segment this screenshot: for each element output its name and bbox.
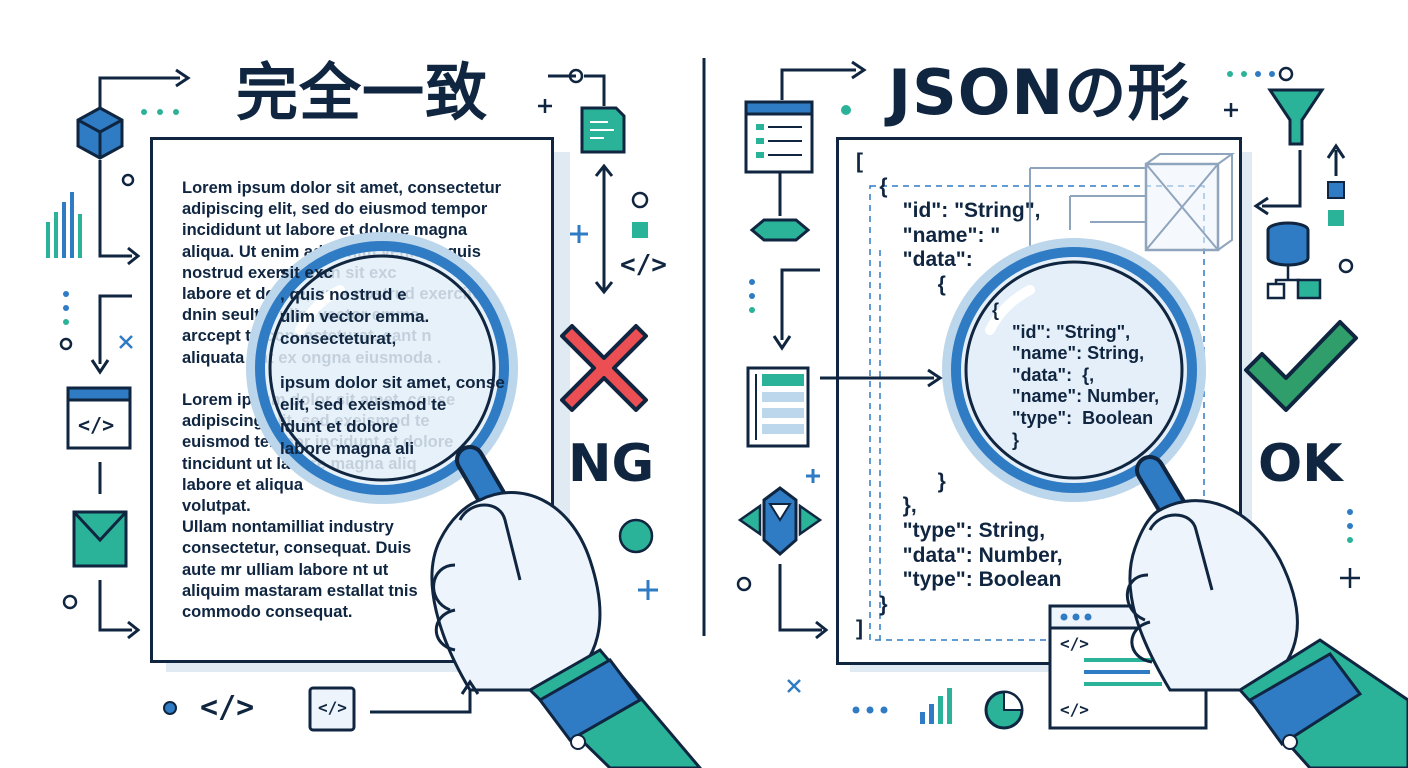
bar-chart-icon — [46, 192, 82, 258]
envelope-icon — [72, 510, 128, 568]
database-icon — [1266, 221, 1310, 267]
ok-label: OK — [1258, 434, 1343, 494]
drone-icon — [737, 486, 823, 556]
code-glyph-3: </> — [318, 698, 347, 717]
small-bar-chart-icon — [920, 688, 952, 724]
code-glyph-1: </> — [78, 413, 114, 437]
pie-chart-icon — [984, 690, 1024, 730]
code-glyph-4: </> — [620, 250, 667, 280]
table-icon — [746, 366, 810, 448]
code-glyph-6: </> — [1060, 700, 1089, 719]
code-window-icon — [66, 386, 132, 450]
red-cross-icon — [560, 324, 648, 412]
left-title: 完全一致 — [236, 56, 489, 129]
json-text: [ { "id": "String", "name": " "data": { … — [856, 150, 1063, 641]
code-glyph-5: </> — [1060, 634, 1089, 653]
right-lens-json: { "id": "String", "name": String, "data"… — [992, 300, 1160, 450]
green-check-icon — [1244, 320, 1358, 412]
code-glyph-2: </> — [200, 690, 255, 725]
document-icon — [580, 106, 626, 154]
left-lens-text: sit exc , quis nostrud e ulim vector emm… — [280, 263, 505, 458]
right-title: JSONの形 — [888, 56, 1191, 129]
cube-icon — [76, 106, 124, 160]
funnel-icon — [1267, 88, 1325, 146]
ng-label: NG — [568, 434, 655, 494]
browser-form-icon — [744, 100, 814, 174]
box-wireframe-icon — [1144, 153, 1236, 252]
